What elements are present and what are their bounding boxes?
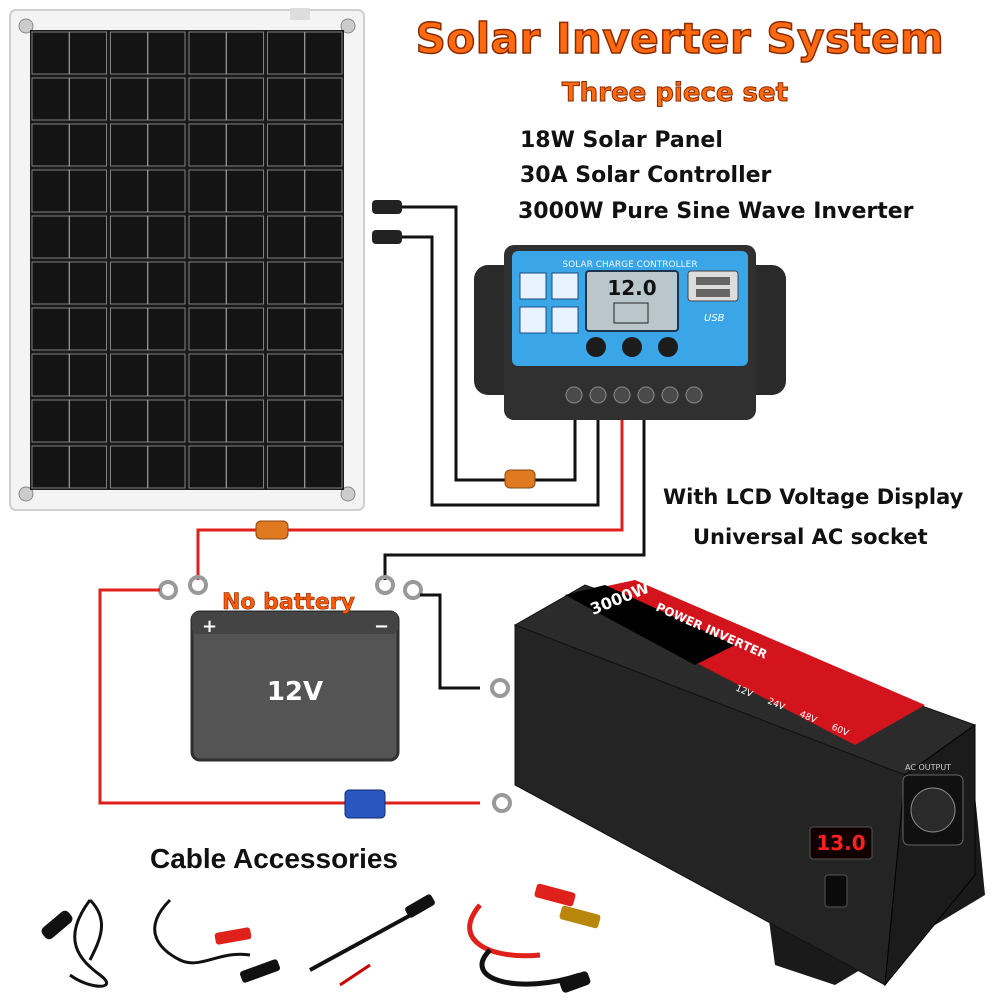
charge-controller: SOLAR CHARGE CONTROLLER 12.0 USB xyxy=(474,245,786,420)
cigarette-lighter-cable xyxy=(41,898,109,988)
alligator-clip-cable xyxy=(153,898,281,983)
no-battery-note: No battery xyxy=(222,590,356,616)
spec-inverter: 3000W Pure Sine Wave Inverter xyxy=(518,199,914,224)
usb-label: USB xyxy=(704,313,725,324)
cable-accessories-title: Cable Accessories xyxy=(150,843,398,874)
battery: + − 12V xyxy=(190,610,400,762)
page-title: Solar Inverter System xyxy=(415,13,945,64)
spec-solar-panel: 18W Solar Panel xyxy=(520,128,723,153)
panel-connector xyxy=(372,200,402,244)
feature-ac-socket: Universal AC socket xyxy=(693,525,928,549)
battery-black-wire xyxy=(383,420,646,580)
inverter-black-wire xyxy=(420,593,480,690)
battery-red-wire xyxy=(196,420,624,580)
controller-button-1[interactable] xyxy=(586,337,606,357)
page-subtitle: Three piece set xyxy=(561,78,789,109)
battery-minus: − xyxy=(374,616,389,637)
controller-voltage: 12.0 xyxy=(607,276,656,300)
controller-button-3[interactable] xyxy=(658,337,678,357)
feature-lcd: With LCD Voltage Display xyxy=(663,485,964,509)
battery-plus: + xyxy=(202,616,217,637)
inverter-display: 13.0 xyxy=(816,831,865,855)
spec-controller: 30A Solar Controller xyxy=(520,163,772,188)
inverter-red-wire xyxy=(98,588,345,805)
panel-wire-2 xyxy=(402,235,600,507)
solar-panel xyxy=(9,8,365,511)
inverter-power-switch[interactable] xyxy=(824,874,848,908)
battery-voltage: 12V xyxy=(267,677,323,707)
socket-label: AC OUTPUT xyxy=(905,763,951,772)
cable-accessories xyxy=(41,883,601,993)
controller-label: SOLAR CHARGE CONTROLLER xyxy=(562,260,697,270)
battery-clip-set xyxy=(467,883,601,993)
panel-wire-1 xyxy=(402,205,577,482)
dc-cable xyxy=(309,894,435,987)
controller-button-2[interactable] xyxy=(622,337,642,357)
